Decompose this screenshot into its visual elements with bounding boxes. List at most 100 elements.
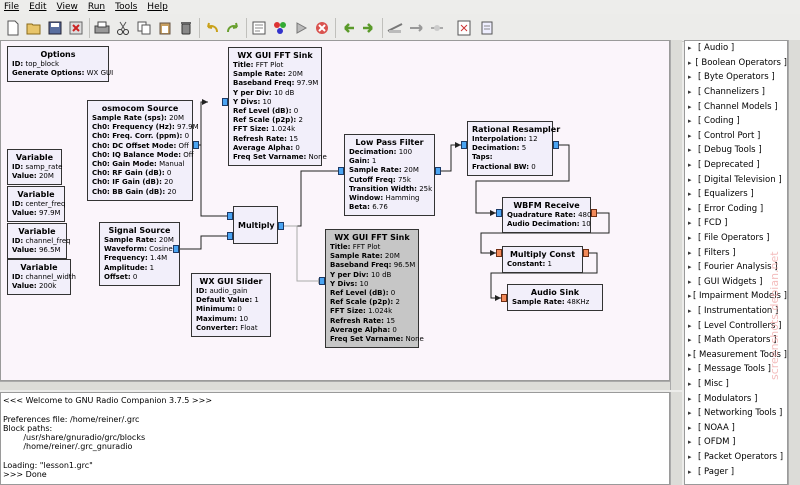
library-category-noaa[interactable]: ▸[ NOAA ]	[688, 422, 735, 433]
expander-arrow-icon[interactable]: ▸	[688, 365, 692, 374]
expander-arrow-icon[interactable]: ▸	[688, 117, 692, 126]
library-category-fourier-analysis[interactable]: ▸[ Fourier Analysis ]	[688, 262, 778, 273]
hier-icon[interactable]	[455, 19, 473, 37]
block-fft-sink-1[interactable]: WX GUI FFT Sink Title: FFT Plot Sample R…	[228, 47, 327, 167]
execute-icon[interactable]	[271, 19, 289, 37]
block-variable-samp-rate[interactable]: Variable ID: samp_rate Value: 20M	[7, 149, 62, 186]
connection[interactable]	[180, 235, 233, 250]
connection[interactable]	[475, 144, 570, 214]
expander-arrow-icon[interactable]: ▸	[688, 263, 692, 272]
new-icon[interactable]	[4, 19, 22, 37]
library-category-deprecated[interactable]: ▸[ Deprecated ]	[688, 160, 760, 171]
block-rational-resampler[interactable]: Rational Resampler Interpolation: 12 Dec…	[467, 121, 560, 176]
expander-arrow-icon[interactable]: ▸	[688, 292, 692, 301]
generate-icon[interactable]	[250, 19, 268, 37]
expander-arrow-icon[interactable]: ▸	[688, 219, 692, 228]
redo-icon[interactable]	[224, 19, 242, 37]
library-category-fcd[interactable]: ▸[ FCD ]	[688, 218, 728, 229]
block-osmocom-source[interactable]: osmocom Source Sample Rate (sps): 20M Ch…	[87, 100, 199, 201]
cut-icon[interactable]	[114, 19, 132, 37]
expander-arrow-icon[interactable]: ▸	[688, 234, 692, 243]
port-out-multiply-const[interactable]	[583, 249, 589, 257]
expander-arrow-icon[interactable]: ▸	[688, 306, 692, 315]
expander-arrow-icon[interactable]: ▸	[688, 88, 692, 97]
block-multiply-const[interactable]: Multiply Const Constant: 1	[502, 246, 583, 274]
move-left-icon[interactable]	[339, 19, 357, 37]
expander-arrow-icon[interactable]: ▸	[688, 44, 692, 53]
port-in0-multiply[interactable]	[227, 212, 233, 220]
block-wbfm-receive[interactable]: WBFM Receive Quadrature Rate: 480k Audio…	[502, 197, 595, 234]
block-audio-sink[interactable]: Audio Sink Sample Rate: 48KHz	[507, 284, 603, 312]
disable-icon[interactable]	[386, 19, 404, 37]
expander-arrow-icon[interactable]: ▸	[688, 452, 692, 461]
library-category-filters[interactable]: ▸[ Filters ]	[688, 247, 736, 258]
close-icon[interactable]	[67, 19, 85, 37]
flowgraph-canvas[interactable]: Options ID: top_block Generate Options: …	[0, 40, 670, 381]
menu-view[interactable]: View	[56, 2, 78, 12]
expander-arrow-icon[interactable]: ▸	[688, 350, 692, 359]
port-out-osmocom[interactable]	[193, 141, 199, 149]
rotate-icon[interactable]	[407, 19, 425, 37]
library-category-message-tools[interactable]: ▸[ Message Tools ]	[688, 364, 771, 375]
library-category-boolean-operators[interactable]: ▸[ Boolean Operators ]	[688, 57, 787, 68]
expander-arrow-icon[interactable]: ▸	[688, 394, 692, 403]
menu-help[interactable]: Help	[147, 2, 168, 12]
expander-arrow-icon[interactable]: ▸	[688, 321, 692, 330]
port-in1-multiply[interactable]	[227, 232, 233, 240]
connection[interactable]	[284, 170, 344, 227]
port-in-audio-sink[interactable]	[501, 294, 507, 302]
library-category-channel-models[interactable]: ▸[ Channel Models ]	[688, 101, 778, 112]
expander-arrow-icon[interactable]: ▸	[688, 58, 692, 67]
expander-arrow-icon[interactable]: ▸	[688, 175, 692, 184]
block-fft-sink-2[interactable]: WX GUI FFT Sink Title: FFT Plot Sample R…	[325, 229, 424, 349]
expander-arrow-icon[interactable]: ▸	[688, 336, 692, 345]
library-category-modulators[interactable]: ▸[ Modulators ]	[688, 393, 758, 404]
paste-icon[interactable]	[156, 19, 174, 37]
find-icon[interactable]	[478, 19, 496, 37]
block-options[interactable]: Options ID: top_block Generate Options: …	[7, 46, 113, 83]
port-in-resampler[interactable]	[461, 141, 467, 149]
library-category-audio[interactable]: ▸[ Audio ]	[688, 43, 735, 54]
port-in-fft-sink-2[interactable]	[319, 277, 325, 285]
kill-icon[interactable]	[313, 19, 331, 37]
menu-run[interactable]: Run	[87, 2, 106, 12]
library-category-level-controllers[interactable]: ▸[ Level Controllers ]	[688, 320, 782, 331]
expander-arrow-icon[interactable]: ▸	[688, 102, 692, 111]
port-out-wbfm[interactable]	[591, 209, 597, 217]
block-multiply[interactable]: Multiply	[233, 206, 278, 244]
library-category-ofdm[interactable]: ▸[ OFDM ]	[688, 437, 736, 448]
expander-arrow-icon[interactable]: ▸	[688, 73, 692, 82]
console-scrollbar[interactable]	[670, 392, 682, 485]
expander-arrow-icon[interactable]: ▸	[688, 277, 692, 286]
expander-arrow-icon[interactable]: ▸	[688, 161, 692, 170]
port-out-multiply[interactable]	[278, 222, 284, 230]
library-category-networking-tools[interactable]: ▸[ Networking Tools ]	[688, 408, 783, 419]
library-category-misc[interactable]: ▸[ Misc ]	[688, 378, 729, 389]
open-icon[interactable]	[25, 19, 43, 37]
port-out-low-pass[interactable]	[435, 167, 441, 175]
block-wx-gui-slider[interactable]: WX GUI Slider ID: audio_gain Default Val…	[191, 273, 271, 338]
block-variable-center-freq[interactable]: Variable ID: center_freq Value: 97.9M	[7, 186, 65, 223]
expander-arrow-icon[interactable]: ▸	[688, 438, 692, 447]
library-category-packet-operators[interactable]: ▸[ Packet Operators ]	[688, 451, 784, 462]
undo-icon[interactable]	[203, 19, 221, 37]
expander-arrow-icon[interactable]: ▸	[688, 190, 692, 199]
menu-edit[interactable]: Edit	[29, 2, 47, 12]
print-icon[interactable]	[93, 19, 111, 37]
expander-arrow-icon[interactable]: ▸	[688, 204, 692, 213]
library-category-debug-tools[interactable]: ▸[ Debug Tools ]	[688, 145, 762, 156]
expander-arrow-icon[interactable]: ▸	[688, 409, 692, 418]
library-category-coding[interactable]: ▸[ Coding ]	[688, 116, 740, 127]
port-out-resampler[interactable]	[553, 141, 559, 149]
port-in-fft-sink-1[interactable]	[222, 98, 228, 106]
library-category-byte-operators[interactable]: ▸[ Byte Operators ]	[688, 72, 775, 83]
bypass-icon[interactable]	[428, 19, 446, 37]
block-variable-channel-width[interactable]: Variable ID: channel_width Value: 200k	[7, 259, 76, 296]
expander-arrow-icon[interactable]: ▸	[688, 467, 692, 476]
port-out-signal-source[interactable]	[173, 245, 179, 253]
canvas-horizontal-scrollbar[interactable]	[0, 381, 670, 390]
run-icon[interactable]	[292, 19, 310, 37]
library-category-channelizers[interactable]: ▸[ Channelizers ]	[688, 87, 765, 98]
library-category-error-coding[interactable]: ▸[ Error Coding ]	[688, 203, 764, 214]
library-category-file-operators[interactable]: ▸[ File Operators ]	[688, 233, 770, 244]
